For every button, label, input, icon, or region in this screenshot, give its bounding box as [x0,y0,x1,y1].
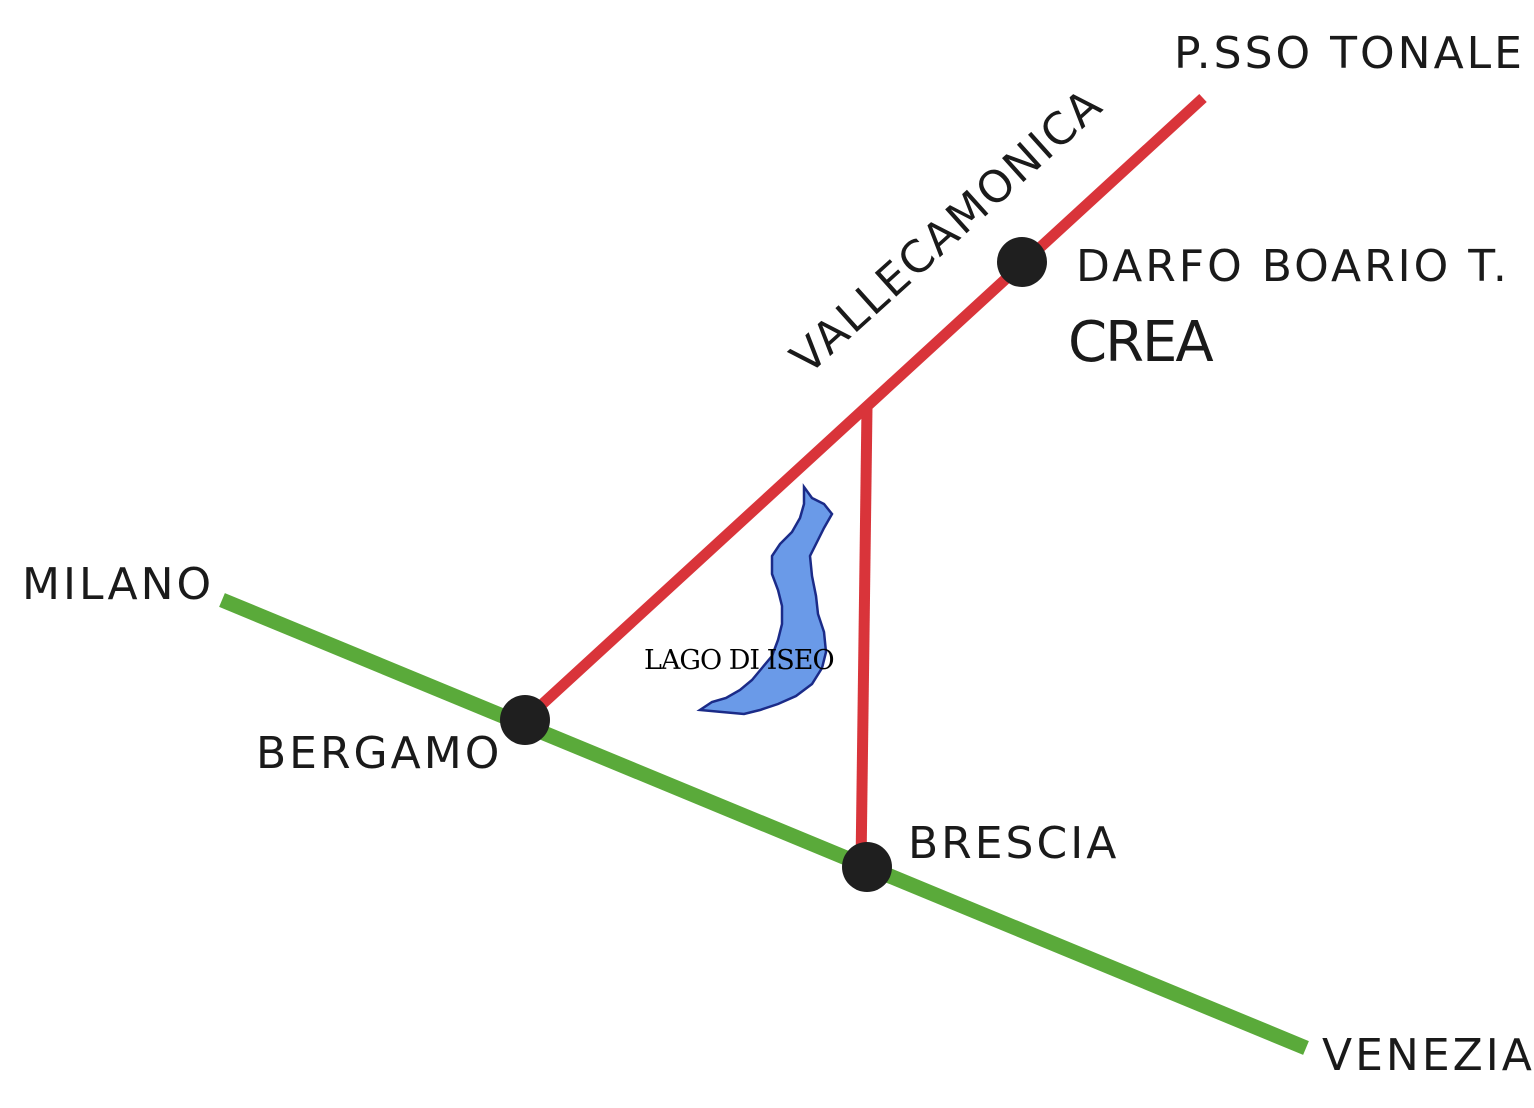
lake-shape-icon [696,483,834,716]
label-lago-di-iseo: LAGO DI ISEO [644,645,834,676]
city-dot-icon [997,237,1047,287]
label-passo-tonale: P.SSO TONALE [1174,28,1525,79]
city-dot-icon [500,695,550,745]
label-crea: CREA [1068,310,1213,375]
label-venezia: VENEZIA [1322,1030,1534,1081]
city-dot-icon [842,842,892,892]
label-bergamo: BERGAMO [256,728,502,779]
label-milano: MILANO [22,559,214,610]
label-darfo-boario: DARFO BOARIO T. [1076,241,1510,292]
label-brescia: BRESCIA [908,818,1119,869]
red-route-junction-brescia [855,406,873,867]
green-route-milano-venezia [219,593,1309,1055]
